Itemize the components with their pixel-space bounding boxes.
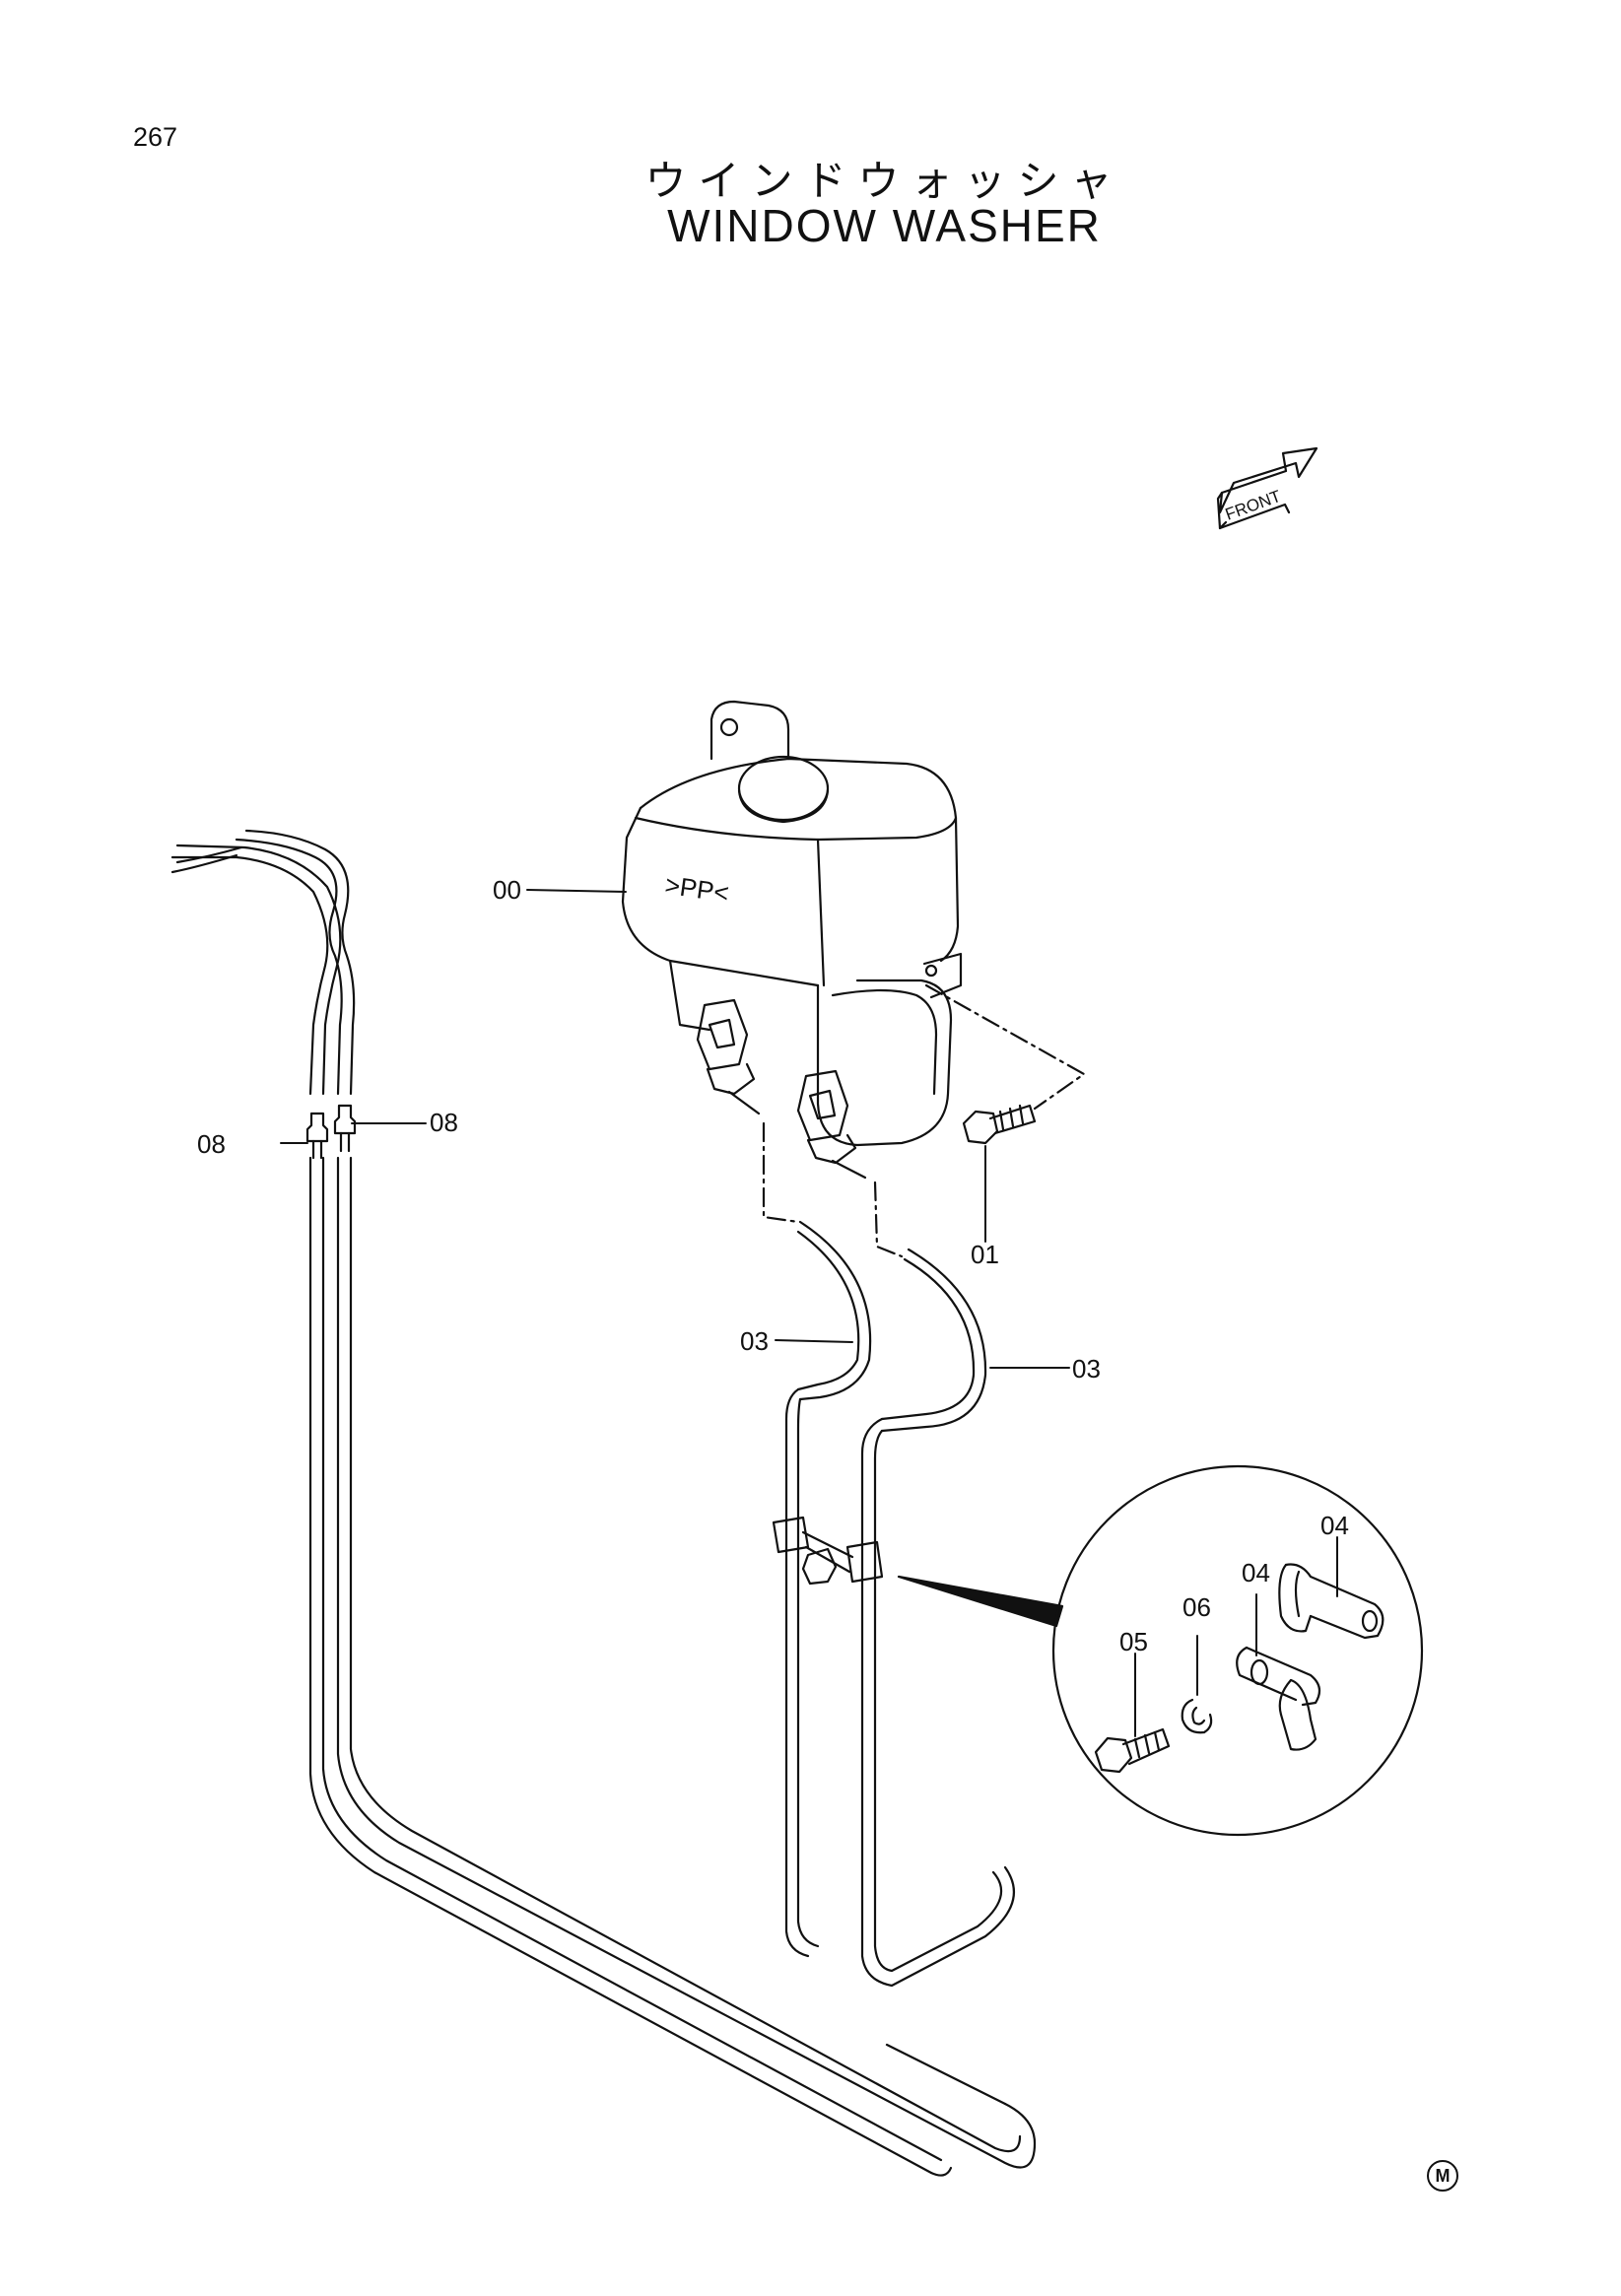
front-label: FRONT — [1223, 487, 1284, 524]
detail-pointer-icon — [897, 1575, 1064, 1628]
detail-circle — [1051, 1464, 1424, 1837]
callout-washer: 06 — [1182, 1592, 1211, 1622]
tank-material-marking: >PP< — [663, 870, 731, 909]
callout-joint-right: 08 — [430, 1108, 458, 1137]
callout-clamp-a: 04 — [1320, 1511, 1349, 1540]
clamp-bolt — [1094, 1727, 1171, 1774]
clamp-upper — [1278, 1563, 1385, 1640]
hose-right — [880, 1248, 987, 1433]
tank-bolt — [962, 1104, 1037, 1145]
callout-joint-left: 08 — [197, 1129, 226, 1159]
callout-tank: 00 — [493, 875, 521, 905]
callout-clamp-bolt: 05 — [1119, 1627, 1148, 1656]
tube-clamp-assembly — [772, 1516, 884, 1586]
title-english: WINDOW WASHER — [667, 200, 1102, 251]
leader-lines — [280, 889, 1338, 1737]
callout-hose-right: 03 — [1072, 1354, 1101, 1384]
joint-left — [305, 1112, 329, 1160]
hose-left — [796, 1220, 872, 1401]
clamp-lower — [1236, 1646, 1321, 1751]
washer-tube-left — [308, 1156, 1037, 2177]
spring-washer — [1181, 1698, 1213, 1734]
washer-tube-upper — [170, 829, 356, 1096]
page-number: 267 — [133, 122, 178, 152]
callout-tank-bolt: 01 — [971, 1240, 999, 1269]
callout-clamp-b: 04 — [1242, 1558, 1270, 1587]
corner-mark: M — [1427, 2160, 1458, 2192]
title-japanese: ウインドウォッシャ — [644, 157, 1124, 205]
callout-hose-left: 03 — [740, 1326, 769, 1356]
front-arrow-icon — [1216, 446, 1318, 530]
washer-tube-right — [784, 1387, 1015, 1988]
washer-tank: >PP< — [621, 700, 963, 1180]
joint-right — [333, 1104, 357, 1153]
